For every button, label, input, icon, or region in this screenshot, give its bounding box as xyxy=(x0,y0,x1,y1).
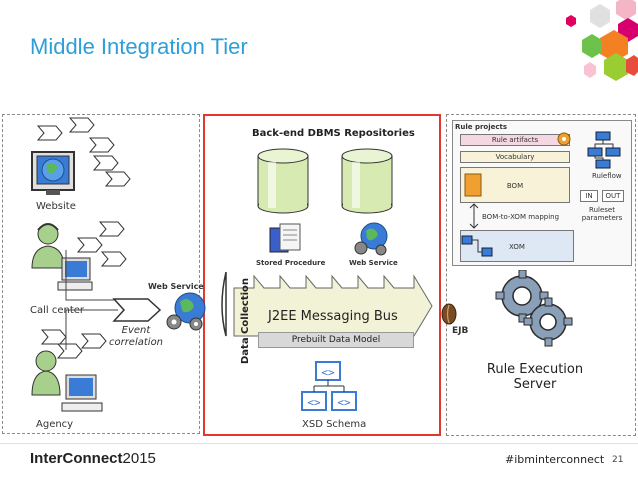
slide-title: Middle Integration Tier xyxy=(30,34,248,59)
data-collection-label: Data Collection xyxy=(240,277,251,364)
brand-inter: InterConnect xyxy=(30,450,123,467)
agency-label: Agency xyxy=(36,419,74,430)
in-box: IN xyxy=(580,190,598,202)
database-cylinder-1 xyxy=(257,148,309,214)
bom-class-icon xyxy=(464,173,482,197)
globe-gears-icon xyxy=(354,222,388,256)
stored-procedure-label: Stored Procedure xyxy=(256,259,326,267)
bus-label: J2EE Messaging Bus xyxy=(268,309,398,324)
xom-tree-icon xyxy=(461,235,493,257)
globe-gears-icon xyxy=(166,292,206,331)
svg-text:<>: <> xyxy=(321,366,335,379)
stored-procedure-icon xyxy=(269,223,301,253)
website-label: Website xyxy=(36,201,76,212)
center-panel xyxy=(203,114,441,436)
gears-icon xyxy=(495,270,573,347)
repos-title: Back-end DBMS Repositories xyxy=(252,128,415,139)
ruleflow-label: Ruleflow xyxy=(592,172,622,180)
ejb-label: EJB xyxy=(452,326,469,336)
brand-year: 2015 xyxy=(122,450,156,467)
right-panel xyxy=(446,114,636,436)
source-connectors xyxy=(65,250,118,350)
ruleset-params-label: Ruleset parameters xyxy=(581,206,623,222)
globe-monitor-icon xyxy=(31,151,75,195)
rule-exec-label: Rule Execution Server xyxy=(486,362,584,392)
svg-text:<>: <> xyxy=(337,396,351,409)
xsd-label: XSD Schema xyxy=(302,419,367,430)
agency-user-icon xyxy=(31,350,103,412)
event-correlation-label: Event correlation xyxy=(108,325,164,348)
callcenter-label: Call center xyxy=(30,305,85,316)
web-service-left-label: Web Service xyxy=(148,282,204,291)
gear-icon xyxy=(557,132,571,146)
messaging-bus xyxy=(221,271,433,337)
rule-projects-title: Rule projects xyxy=(455,123,508,131)
vocabulary-box: Vocabulary xyxy=(460,151,570,163)
call-center-agent-icon xyxy=(31,223,93,291)
xsd-schema-icon: <> <> <> xyxy=(301,361,357,411)
data-model-label: Prebuilt Data Model xyxy=(258,332,414,348)
page-number: 21 xyxy=(612,455,624,465)
coffee-bean-icon xyxy=(441,303,457,325)
left-panel xyxy=(2,114,200,434)
bom-xom-label: BOM-to-XOM mapping xyxy=(482,213,560,221)
out-box: OUT xyxy=(602,190,624,202)
footer-hashtag: #ibminterconnect xyxy=(505,453,605,466)
database-cylinder-2 xyxy=(341,148,393,214)
svg-text:<>: <> xyxy=(307,396,321,409)
footer-divider xyxy=(0,443,638,444)
xom-box: XOM xyxy=(460,230,574,262)
ruleflow-icon xyxy=(587,131,621,169)
decorative-hexagons xyxy=(566,0,638,81)
event-correlation-arrow xyxy=(112,298,162,322)
data-collection-wrapper: Data Collection xyxy=(240,274,252,364)
mapping-arrow-icon xyxy=(469,203,479,229)
footer-brand: InterConnect2015 xyxy=(30,450,156,467)
rule-artifacts-box: Rule artifacts xyxy=(460,134,570,146)
web-service-center-label: Web Service xyxy=(349,259,398,267)
